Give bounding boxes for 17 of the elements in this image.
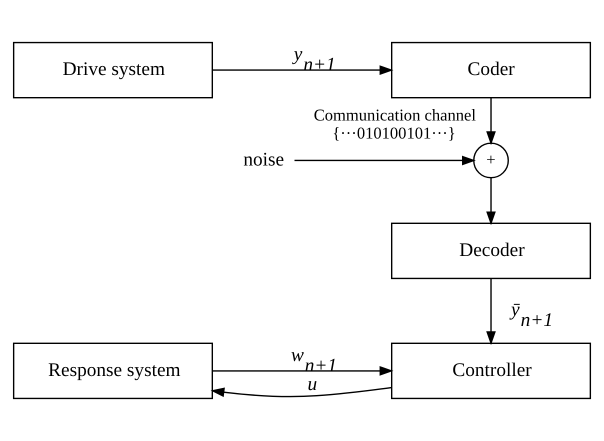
node-label: {···010100101···} xyxy=(332,124,456,143)
node-box: Drive system xyxy=(12,42,213,98)
arrow xyxy=(212,366,394,376)
arrow xyxy=(486,98,496,146)
edge-label: u xyxy=(308,374,318,395)
arrow xyxy=(486,278,496,346)
arrow xyxy=(486,178,496,226)
node-box: Controller xyxy=(391,342,592,400)
node-text: noise xyxy=(243,150,284,171)
node-label: Communication channel xyxy=(314,106,476,125)
node-box: Decoder xyxy=(391,222,592,280)
node-box: Response system xyxy=(12,342,213,400)
arrow xyxy=(210,386,392,398)
node-circle: + xyxy=(473,142,509,178)
arrow xyxy=(212,65,394,75)
node-box: Coder xyxy=(391,42,592,98)
arrow xyxy=(294,156,476,166)
